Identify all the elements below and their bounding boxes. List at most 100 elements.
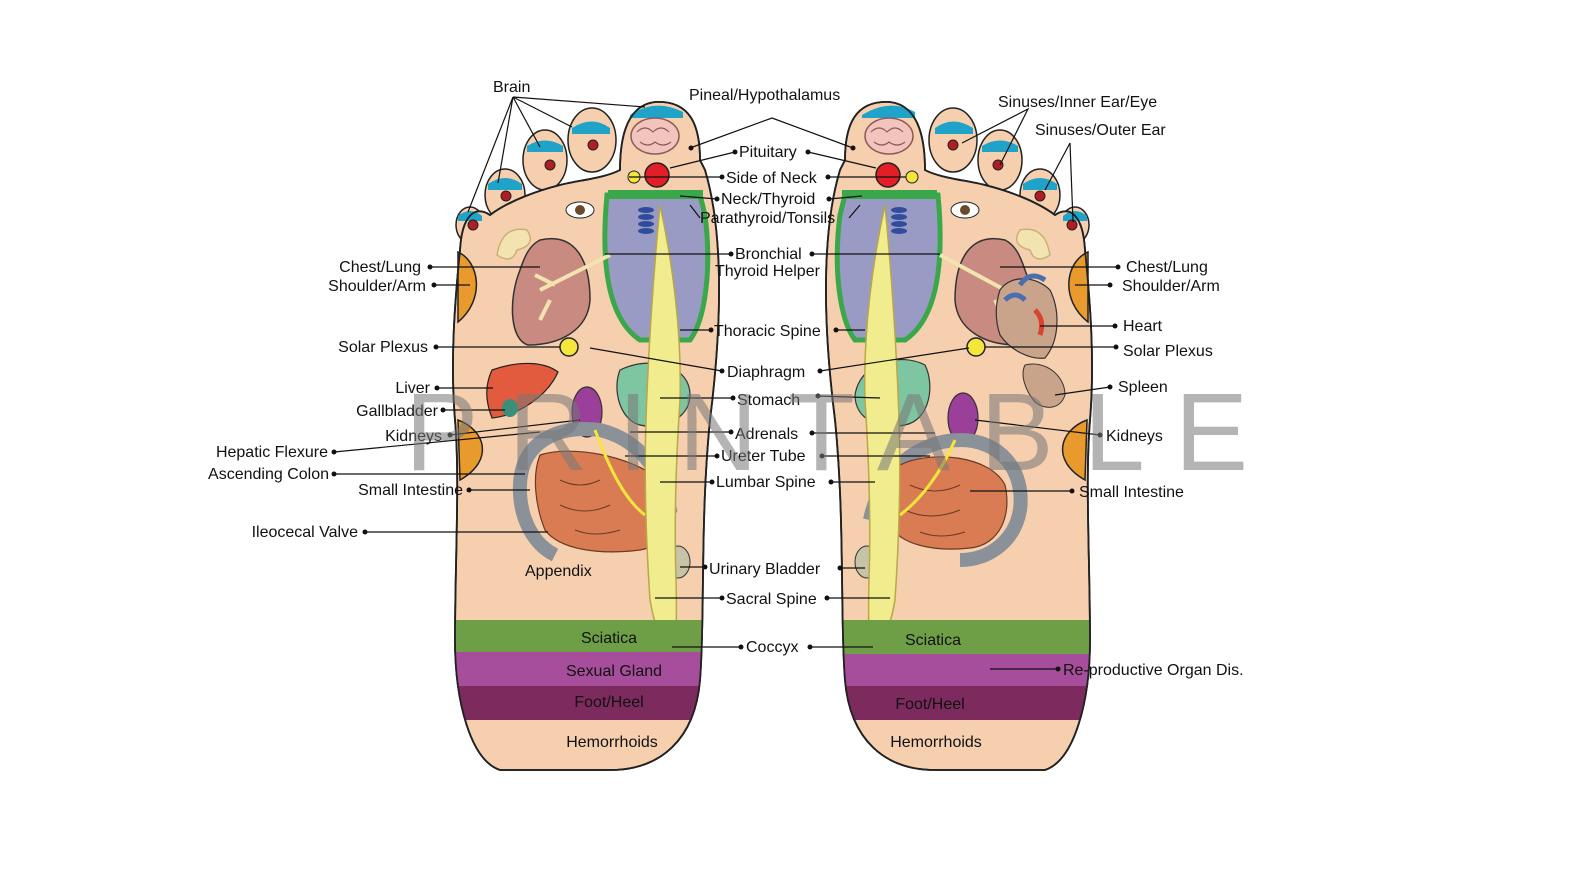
- label-ureter-tube: Ureter Tube: [721, 448, 806, 465]
- label-neck-thyroid: Neck/Thyroid: [721, 191, 815, 208]
- left-toe-3: [522, 129, 568, 191]
- right-labels: Sinuses/Inner Ear/Eye Sinuses/Outer Ear …: [998, 94, 1244, 679]
- right-toe-point: [992, 159, 1004, 171]
- leader-lines: [333, 96, 1118, 670]
- left-sexual-gland-zone: [452, 652, 720, 686]
- label-coccyx: Coccyx: [746, 639, 798, 656]
- right-heart-icon: [995, 278, 1058, 359]
- label-appendix: Appendix: [525, 563, 592, 580]
- label-adrenals: Adrenals: [735, 426, 798, 443]
- left-toe-point: [500, 190, 512, 202]
- right-solar-plexus-point: [966, 337, 986, 357]
- right-toe-cap-4: [1023, 178, 1057, 190]
- zone-label-foot-heel-left: Foot/Heel: [574, 694, 643, 711]
- label-shoulder-arm-right: Shoulder/Arm: [1122, 278, 1220, 295]
- label-liver: Liver: [395, 380, 430, 397]
- left-intestine-icon: [534, 450, 671, 553]
- label-bronchial: Bronchial: [735, 246, 802, 263]
- left-toe-point: [587, 139, 599, 151]
- label-hepatic-flexure: Hepatic Flexure: [216, 444, 328, 461]
- label-reproductive: Re-productive Organ Dis.: [1063, 662, 1244, 679]
- right-ureter-icon: [899, 439, 957, 517]
- right-sciatica-zone: [825, 620, 1093, 654]
- right-parathyroid-icon: [891, 207, 907, 234]
- label-chest-lung-right: Chest/Lung: [1126, 259, 1208, 276]
- zone-label-sciatica-right: Sciatica: [905, 632, 961, 649]
- left-neck-band: [608, 190, 703, 199]
- left-toe-point: [467, 219, 479, 231]
- label-gallbladder: Gallbladder: [356, 403, 439, 420]
- right-toe-point: [1034, 190, 1046, 202]
- right-ear-icon: [1015, 228, 1051, 260]
- zone-label-hemorrhoids-left: Hemorrhoids: [566, 734, 658, 751]
- label-stomach: Stomach: [737, 392, 800, 409]
- right-side-of-neck-point: [905, 170, 919, 184]
- left-ear-icon: [496, 228, 532, 260]
- right-toe-cap-2: [935, 121, 973, 134]
- left-toe-cap-4: [488, 178, 522, 190]
- label-heart: Heart: [1123, 318, 1163, 335]
- left-foot: [452, 101, 720, 771]
- right-toe-point: [947, 139, 959, 151]
- right-spleen-icon: [1022, 363, 1066, 408]
- right-reproductive-zone: [825, 654, 1093, 686]
- left-hepatic-zone: [457, 418, 484, 482]
- left-gallbladder-icon: [502, 399, 518, 417]
- zone-label-hemorrhoids-right: Hemorrhoids: [890, 734, 982, 751]
- label-brain: Brain: [493, 79, 530, 96]
- label-solar-plexus-left: Solar Plexus: [338, 339, 428, 356]
- left-toe-cap-1: [630, 105, 683, 118]
- watermark: PRINTABLE: [405, 371, 1278, 494]
- label-pituitary: Pituitary: [739, 144, 797, 161]
- right-pituitary-point: [875, 162, 901, 188]
- left-brain-icon: [630, 117, 680, 155]
- left-toe-cap-2: [572, 121, 610, 134]
- left-lung-icon: [511, 237, 591, 346]
- right-brain-icon: [864, 117, 914, 155]
- left-shoulder-icon: [457, 250, 478, 324]
- label-diaphragm: Diaphragm: [727, 364, 805, 381]
- label-thyroid-helper: Thyroid Helper: [715, 263, 821, 280]
- label-sinuses-outer: Sinuses/Outer Ear: [1035, 122, 1166, 139]
- label-ascending-colon: Ascending Colon: [208, 466, 329, 483]
- zone-label-foot-heel-right: Foot/Heel: [895, 696, 964, 713]
- zone-label-sexual-gland: Sexual Gland: [566, 663, 662, 680]
- left-solar-plexus-point: [559, 337, 579, 357]
- label-kidneys-right: Kidneys: [1106, 428, 1163, 445]
- label-small-intestine-right: Small Intestine: [1079, 484, 1184, 501]
- label-thoracic-spine: Thoracic Spine: [714, 323, 821, 340]
- center-labels: Pineal/Hypothalamus Pituitary Side of Ne…: [689, 87, 840, 656]
- right-toe-point: [1066, 219, 1078, 231]
- left-ureter-icon: [593, 429, 646, 517]
- label-urinary-bladder: Urinary Bladder: [709, 561, 821, 578]
- left-foot-heel-zone: [452, 686, 720, 720]
- leader-dots: [331, 145, 1121, 672]
- label-side-of-neck: Side of Neck: [726, 170, 818, 187]
- label-spleen: Spleen: [1118, 379, 1168, 396]
- left-toe-cap-3: [527, 140, 563, 152]
- label-small-intestine-left: Small Intestine: [358, 482, 463, 499]
- right-foot-heel-zone: [825, 686, 1093, 720]
- zone-labels: Sciatica Sexual Gland Foot/Heel Hemorrho…: [566, 630, 982, 751]
- label-sacral-spine: Sacral Spine: [726, 591, 817, 608]
- label-ileocecal-valve: Ileocecal Valve: [252, 524, 359, 541]
- label-lumbar-spine: Lumbar Spine: [716, 474, 816, 491]
- left-toe-point: [544, 159, 556, 171]
- left-parathyroid-icon: [638, 207, 654, 234]
- left-labels: Brain Chest/Lung Shoulder/Arm Solar Plex…: [208, 79, 592, 580]
- right-kidney-zone-edge: [1061, 418, 1088, 482]
- right-neck-band: [842, 190, 937, 199]
- label-parathyroid: Parathyroid/Tonsils: [700, 210, 835, 227]
- right-toe-cap-3: [982, 140, 1018, 152]
- label-solar-plexus-right: Solar Plexus: [1123, 343, 1213, 360]
- label-kidneys-left: Kidneys: [385, 428, 442, 445]
- label-shoulder-arm-left: Shoulder/Arm: [328, 278, 426, 295]
- left-pituitary-point: [644, 162, 670, 188]
- zone-label-sciatica-left: Sciatica: [581, 630, 637, 647]
- right-toe-cap-1: [862, 105, 915, 118]
- right-foot: [825, 101, 1093, 771]
- label-sinuses-inner: Sinuses/Inner Ear/Eye: [998, 94, 1157, 111]
- right-shoulder-icon: [1068, 250, 1089, 324]
- label-chest-lung-left: Chest/Lung: [339, 259, 421, 276]
